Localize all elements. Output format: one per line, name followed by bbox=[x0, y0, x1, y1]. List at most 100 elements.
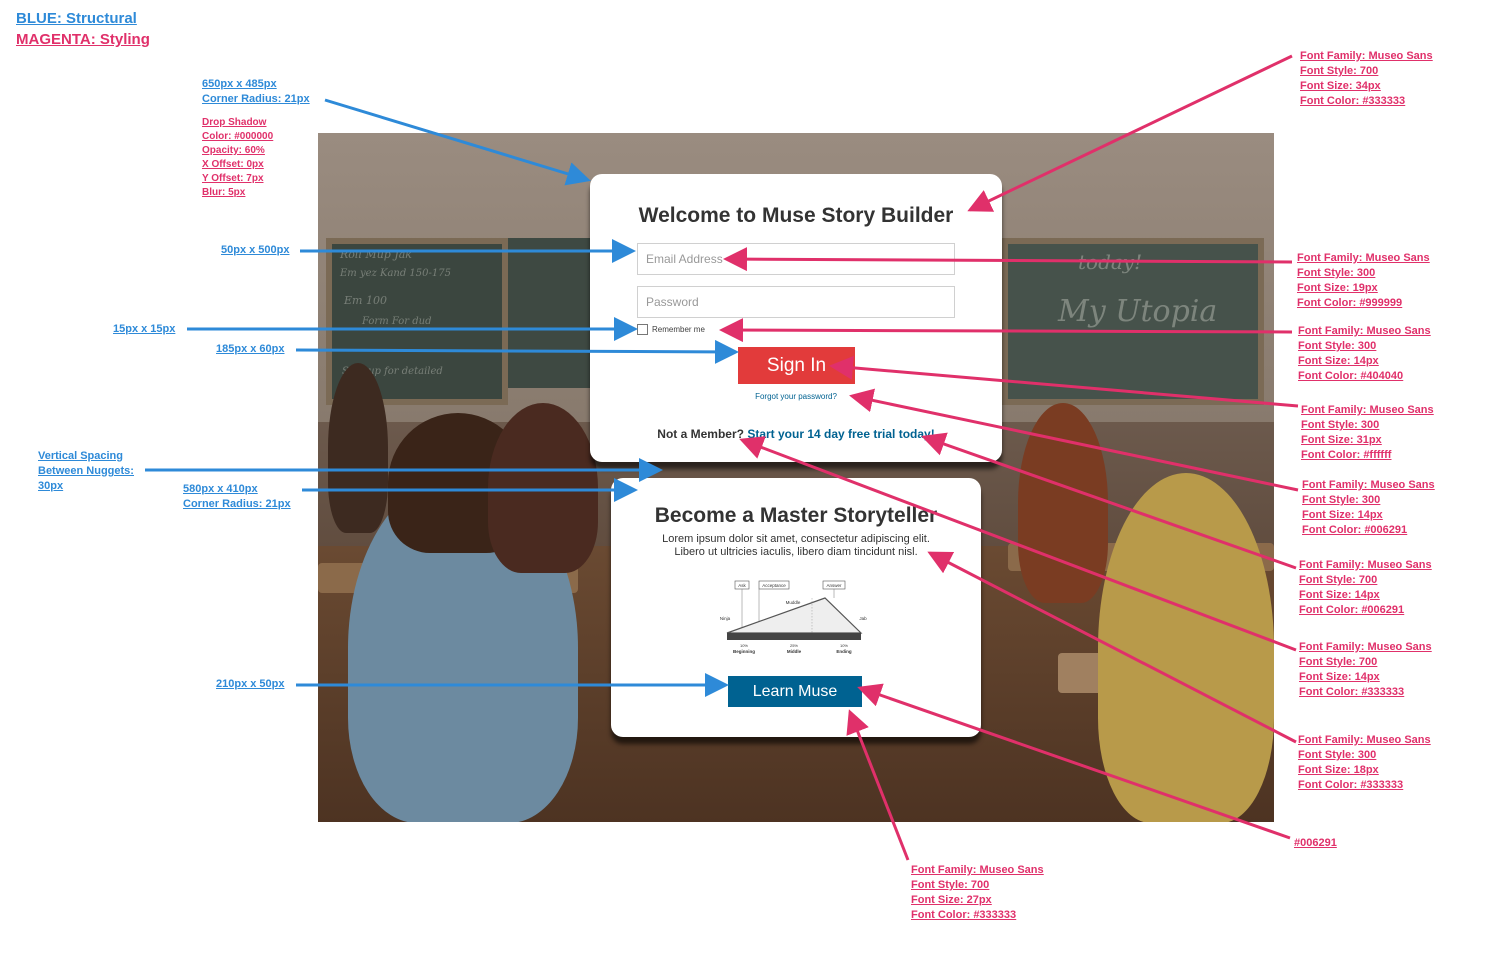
chalk-text: Em yez Kand 150-175 bbox=[340, 268, 451, 279]
note-line: Font Family: Museo Sans bbox=[1301, 404, 1434, 416]
note-storyteller-font: Font Family: Museo Sans Font Style: 700 … bbox=[911, 863, 1044, 923]
note-line: Font Size: 14px bbox=[1298, 355, 1379, 367]
diagram-pct: 25% bbox=[790, 643, 798, 648]
note-line: Font Color: #333333 bbox=[911, 909, 1017, 921]
note-line: Font Style: 300 bbox=[1302, 494, 1381, 506]
password-input[interactable] bbox=[637, 286, 955, 318]
note-line: Opacity: 60% bbox=[202, 145, 265, 156]
learn-muse-button[interactable]: Learn Muse bbox=[728, 676, 862, 707]
note-line: Font Style: 300 bbox=[1298, 340, 1377, 352]
remember-label: Remember me bbox=[652, 325, 705, 334]
note-forgot-font: Font Family: Museo Sans Font Style: 300 … bbox=[1302, 478, 1435, 538]
chalk-text: Sign up for detailed bbox=[342, 366, 443, 377]
note-learn-size: 210px x 50px bbox=[216, 678, 285, 690]
diagram-bottom-label: Middle bbox=[787, 649, 802, 654]
diagram-bottom-label: Beginning bbox=[733, 649, 755, 654]
note-line: Blur: 5px bbox=[202, 187, 246, 198]
note-field-size: 50px x 500px bbox=[221, 244, 290, 256]
diagram-middle-label: Muddle bbox=[786, 600, 801, 605]
note-line: Font Color: #006291 bbox=[1302, 524, 1408, 536]
diagram-top-label: Answer bbox=[826, 583, 842, 588]
chalk-text: Roll Mup Jak bbox=[340, 248, 412, 261]
note-line: Font Size: 18px bbox=[1298, 764, 1379, 776]
forgot-password-link[interactable]: Forgot your password? bbox=[755, 392, 837, 401]
lorem-line: Libero ut ultricies iaculis, libero diam… bbox=[674, 546, 918, 558]
right-chalkboard: today! My Utopia bbox=[1002, 238, 1264, 405]
note-line: Font Size: 19px bbox=[1297, 282, 1378, 294]
diagram-baseline bbox=[727, 633, 861, 640]
remember-checkbox[interactable] bbox=[637, 324, 648, 335]
storyteller-title: Become a Master Storyteller bbox=[654, 504, 938, 527]
diagram-top-label: Ask bbox=[738, 583, 746, 588]
diagram-pct: 10% bbox=[840, 643, 848, 648]
note-line: X Offset: 0px bbox=[202, 159, 264, 170]
note-body-font: Font Family: Museo Sans Font Style: 300 … bbox=[1298, 733, 1431, 793]
diagram-top-label: Acceptance bbox=[762, 583, 786, 588]
note-line: Font Size: 27px bbox=[911, 894, 992, 906]
student bbox=[488, 403, 598, 573]
note-remember-font: Font Family: Museo Sans Font Style: 300 … bbox=[1298, 324, 1431, 384]
note-line: 30px bbox=[38, 480, 64, 492]
note-card1-size: 650px x 485px Corner Radius: 21px bbox=[202, 77, 310, 107]
diagram-pct: 10% bbox=[740, 643, 748, 648]
story-arc-diagram: Ask Acceptance Answer Muddle Ninja Jab 1… bbox=[720, 580, 867, 654]
note-line: Corner Radius: 21px bbox=[183, 498, 291, 510]
note-signin-size: 185px x 60px bbox=[216, 343, 285, 355]
note-line: Font Color: #333333 bbox=[1299, 686, 1405, 698]
note-line: Font Style: 300 bbox=[1298, 749, 1377, 761]
student bbox=[1018, 403, 1108, 603]
note-line: Font Color: #999999 bbox=[1297, 297, 1403, 309]
note-line: Font Color: #ffffff bbox=[1301, 449, 1392, 461]
note-line: Font Family: Museo Sans bbox=[1298, 734, 1431, 746]
note-vertical-spacing: Vertical Spacing Between Nuggets: 30px bbox=[38, 449, 134, 494]
note-line: 580px x 410px bbox=[183, 483, 258, 495]
note-trial-font: Font Family: Museo Sans Font Style: 700 … bbox=[1299, 558, 1432, 618]
chalk-text: Em 100 bbox=[344, 294, 387, 307]
student bbox=[1098, 473, 1274, 822]
note-line: Font Style: 700 bbox=[1300, 65, 1379, 77]
chalk-text: My Utopia bbox=[1058, 294, 1218, 329]
note-line: Between Nuggets: bbox=[38, 465, 134, 477]
sign-in-button[interactable]: Sign In bbox=[738, 347, 855, 384]
note-title-font: Font Family: Museo Sans Font Style: 700 … bbox=[1300, 49, 1433, 109]
note-line: Font Style: 700 bbox=[1299, 656, 1378, 668]
info-card: Become a Master Storyteller Lorem ipsum … bbox=[611, 478, 981, 737]
note-line: Y Offset: 7px bbox=[202, 173, 264, 184]
note-line: Font Size: 31px bbox=[1301, 434, 1382, 446]
note-input-font: Font Family: Museo Sans Font Style: 300 … bbox=[1297, 251, 1430, 311]
diagram-left-label: Ninja bbox=[720, 616, 731, 621]
note-learn-color: #006291 bbox=[1294, 837, 1337, 849]
lorem-line: Lorem ipsum dolor sit amet, consectetur … bbox=[662, 533, 930, 545]
note-line: Font Family: Museo Sans bbox=[1297, 252, 1430, 264]
chalk-text: today! bbox=[1078, 250, 1143, 274]
note-line: Font Color: #333333 bbox=[1298, 779, 1404, 791]
note-line: Font Family: Museo Sans bbox=[1299, 641, 1432, 653]
legend-styling: MAGENTA: Styling bbox=[16, 31, 150, 48]
free-trial-link[interactable]: Start your 14 day free trial today! bbox=[747, 427, 935, 441]
note-line: Font Style: 700 bbox=[911, 879, 990, 891]
member-line: Not a Member? Start your 14 day free tri… bbox=[590, 427, 1002, 441]
diagram-bottom-label: Ending bbox=[836, 649, 851, 654]
note-line: Font Color: #333333 bbox=[1300, 95, 1406, 107]
note-checkbox-size: 15px x 15px bbox=[113, 323, 176, 335]
note-member-font: Font Family: Museo Sans Font Style: 700 … bbox=[1299, 640, 1432, 700]
not-member-text: Not a Member? bbox=[657, 427, 744, 441]
student bbox=[328, 363, 388, 533]
note-line: Color: #000000 bbox=[202, 131, 274, 142]
chalk-text: Form For dud bbox=[362, 316, 432, 327]
note-line: Font Style: 300 bbox=[1297, 267, 1376, 279]
note-line: Font Size: 14px bbox=[1299, 671, 1380, 683]
note-drop-shadow: Drop Shadow Color: #000000 Opacity: 60% … bbox=[202, 116, 273, 200]
welcome-title: Welcome to Muse Story Builder bbox=[638, 204, 954, 227]
remember-me[interactable]: Remember me bbox=[637, 324, 705, 335]
note-signin-font: Font Family: Museo Sans Font Style: 300 … bbox=[1301, 403, 1434, 463]
note-line: 650px x 485px bbox=[202, 78, 277, 90]
diagram-right-label: Jab bbox=[859, 616, 867, 621]
note-line: Font Family: Museo Sans bbox=[1300, 50, 1433, 62]
note-line: Font Color: #006291 bbox=[1299, 604, 1405, 616]
note-line: Font Family: Museo Sans bbox=[1298, 325, 1431, 337]
note-line: Font Size: 14px bbox=[1299, 589, 1380, 601]
email-input[interactable] bbox=[637, 243, 955, 275]
note-line: Font Family: Museo Sans bbox=[1299, 559, 1432, 571]
note-line: Font Color: #404040 bbox=[1298, 370, 1404, 382]
